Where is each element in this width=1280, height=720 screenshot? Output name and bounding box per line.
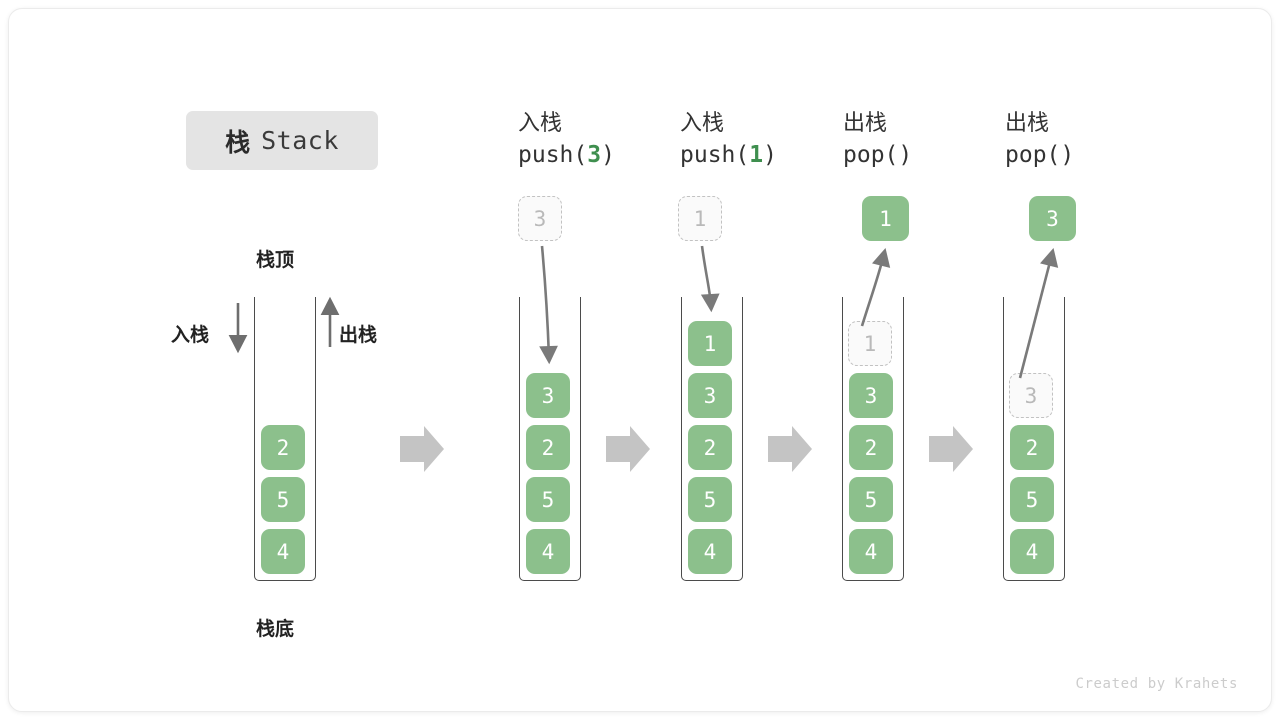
stack-cell: 4 [1010, 529, 1054, 574]
stack-title-badge: 栈 Stack [186, 111, 378, 170]
column-header-cn: 出栈 [843, 110, 888, 135]
stack-container-initial [254, 297, 316, 581]
column-header-cn: 入栈 [680, 110, 725, 135]
outgoing-ghost-cell: 1 [848, 321, 892, 366]
column-header-op: pop() [1005, 138, 1195, 172]
stack-cell: 2 [261, 425, 305, 470]
watermark-credit: Created by Krahets [1075, 676, 1238, 692]
incoming-ghost-cell: 1 [678, 196, 722, 241]
stack-cell: 4 [849, 529, 893, 574]
stack-cell: 5 [849, 477, 893, 522]
stack-cell: 5 [1010, 477, 1054, 522]
stack-cell: 2 [849, 425, 893, 470]
outgoing-ghost-cell: 3 [1009, 373, 1053, 418]
stack-cell: 3 [688, 373, 732, 418]
op-suffix: ) [898, 142, 913, 168]
column-header-cn: 出栈 [1005, 110, 1050, 135]
popped-value-cell: 1 [862, 196, 909, 241]
column-header-pop-3: 出栈 pop() [1005, 108, 1195, 172]
stack-cell: 2 [688, 425, 732, 470]
op-argument: 1 [749, 142, 764, 168]
column-header-pop-1: 出栈 pop() [843, 108, 1033, 172]
stack-cell: 2 [526, 425, 570, 470]
column-header-push-1: 入栈 push(1) [680, 108, 870, 172]
stack-top-label: 栈顶 [256, 250, 295, 271]
column-header-push-3: 入栈 push(3) [518, 108, 708, 172]
stack-cell: 3 [849, 373, 893, 418]
pop-direction-label: 出栈 [339, 325, 378, 346]
op-suffix: ) [601, 142, 615, 168]
op-prefix: push( [680, 142, 750, 168]
popped-value-cell: 3 [1029, 196, 1076, 241]
op-prefix: push( [518, 142, 588, 168]
column-header-op: pop() [843, 138, 1033, 172]
title-label-cn: 栈 [225, 128, 251, 157]
stack-cell: 2 [1010, 425, 1054, 470]
column-header-cn: 入栈 [518, 110, 563, 135]
stack-cell: 5 [688, 477, 732, 522]
op-suffix: ) [1060, 142, 1075, 168]
stack-container-push-3 [519, 297, 581, 581]
stack-container-pop-1 [842, 297, 904, 581]
stack-cell: 1 [688, 321, 732, 366]
push-direction-label: 入栈 [171, 325, 210, 346]
stack-cell: 4 [261, 529, 305, 574]
title-label-en: Stack [261, 126, 339, 155]
incoming-ghost-cell: 3 [518, 196, 562, 241]
column-header-op: push(3) [518, 138, 708, 172]
stack-cell: 4 [688, 529, 732, 574]
column-header-op: push(1) [680, 138, 870, 172]
op-prefix: pop( [843, 142, 899, 168]
stack-container-pop-3 [1003, 297, 1065, 581]
op-suffix: ) [763, 142, 777, 168]
op-argument: 3 [587, 142, 602, 168]
stack-cell: 5 [526, 477, 570, 522]
stack-bottom-label: 栈底 [256, 619, 295, 640]
op-prefix: pop( [1005, 142, 1061, 168]
stack-container-push-1 [681, 297, 743, 581]
stack-cell: 5 [261, 477, 305, 522]
stack-cell: 4 [526, 529, 570, 574]
stack-cell: 3 [526, 373, 570, 418]
